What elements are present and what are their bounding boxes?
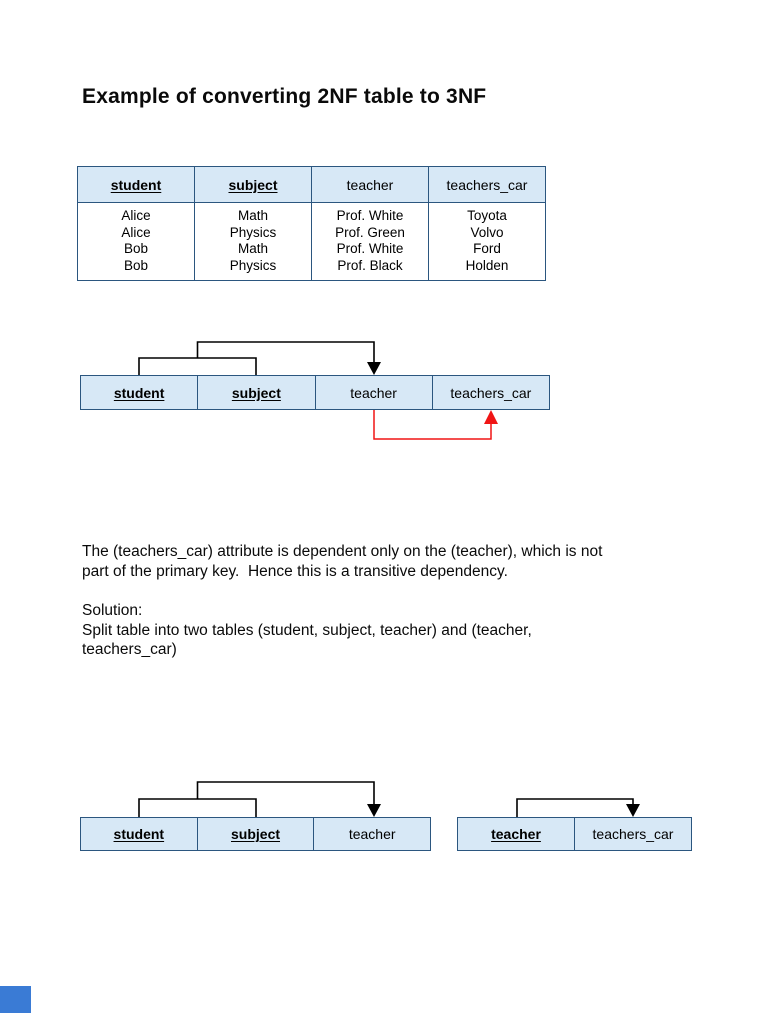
cell-value: Physics <box>229 257 277 273</box>
table-2nf-header-row: student subject teacher teachers_car <box>77 166 546 203</box>
next-page-corner <box>0 986 31 1013</box>
page-title: Example of converting 2NF table to 3NF <box>82 85 487 109</box>
column-values-teacher: Prof. White Prof. Green Prof. White Prof… <box>311 203 428 280</box>
functional-dependency-arrow <box>138 781 375 817</box>
cell-value: Bob <box>123 257 149 273</box>
column-header-subject: subject <box>194 167 311 202</box>
diagram-cell-teachers-car: teachers_car <box>431 376 549 409</box>
result2-cell-teachers-car: teachers_car <box>574 818 691 850</box>
result1-dependency-arrows <box>138 781 381 817</box>
cell-value: Alice <box>121 224 151 240</box>
table-2nf-body: Alice Alice Bob Bob Math Physics Math Ph… <box>77 203 546 281</box>
transitive-dependency-arrow <box>373 410 492 440</box>
column-values-teachers-car: Toyota Volvo Ford Holden <box>428 203 545 280</box>
diagram-cell-student: student <box>113 384 165 401</box>
cell-value: Bob <box>123 241 149 256</box>
column-header-teacher: teacher <box>311 167 428 202</box>
cell-value: Alice <box>121 208 151 223</box>
diagram-cell-subject: subject <box>197 376 314 409</box>
result-table-teacher-car: teacher teachers_car <box>457 817 692 851</box>
cell-value: Toyota <box>467 208 507 223</box>
arrowhead-up-icon <box>484 410 498 424</box>
cell-value: Ford <box>473 241 501 256</box>
cell-value: Prof. White <box>336 241 404 256</box>
explanation-text: The (teachers_car) attribute is dependen… <box>82 543 603 580</box>
arrowhead-down-icon <box>367 804 381 817</box>
cell-value: Holden <box>465 257 509 273</box>
dependency-diagram-row: student subject teacher teachers_car <box>80 375 550 410</box>
cell-value: Physics <box>229 224 277 240</box>
result2-cell-teacher: teacher <box>491 826 541 842</box>
functional-dependency-arrow <box>138 341 375 375</box>
result1-cell-student: student <box>113 826 165 842</box>
table-2nf: student subject teacher teachers_car Ali… <box>77 166 546 281</box>
result-table-student-subject-teacher: student subject teacher <box>80 817 431 851</box>
cell-value: Prof. White <box>336 208 404 223</box>
cell-value: Math <box>237 208 268 223</box>
result1-cell-teacher: teacher <box>313 818 430 850</box>
column-values-student: Alice Alice Bob Bob <box>78 203 194 280</box>
arrowhead-down-icon <box>367 362 381 375</box>
column-header-student: student <box>110 176 162 193</box>
diagram-cell-teacher: teacher <box>314 376 432 409</box>
column-values-subject: Math Physics Math Physics <box>194 203 311 280</box>
column-header-teachers-car: teachers_car <box>428 167 545 202</box>
arrowhead-down-icon <box>626 804 640 817</box>
result1-cell-subject: subject <box>196 818 314 850</box>
cell-value: Volvo <box>470 224 504 240</box>
solution-text: Solution: Split table into two tables (s… <box>82 602 532 658</box>
cell-value: Prof. Black <box>337 257 403 273</box>
cell-value: Prof. Green <box>335 224 405 240</box>
result2-dependency-arrows <box>516 798 640 817</box>
functional-dependency-arrow <box>516 798 634 817</box>
cell-value: Math <box>237 241 268 256</box>
